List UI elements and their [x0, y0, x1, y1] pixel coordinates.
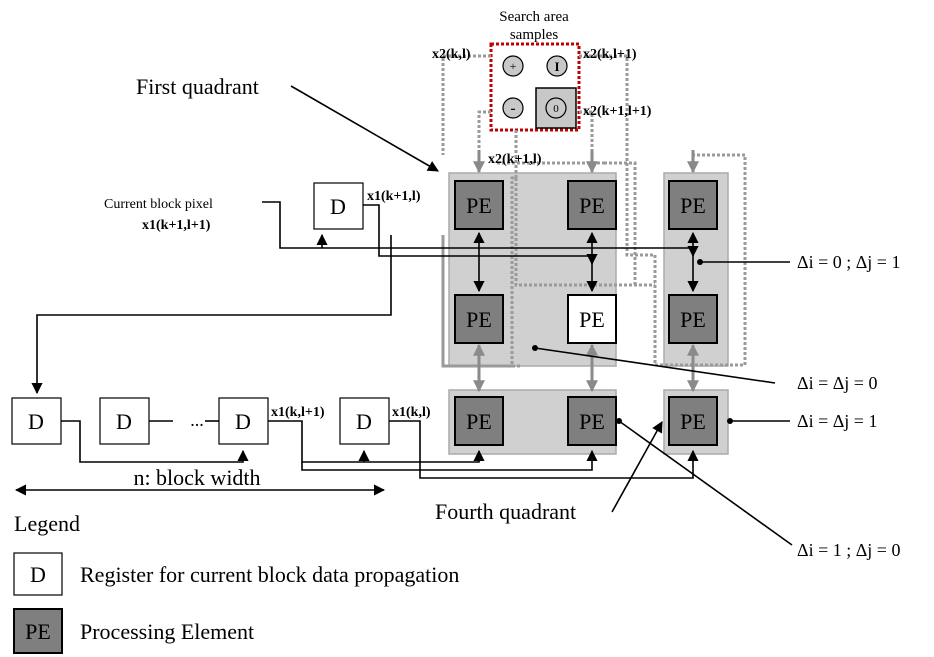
sample-plus-label: +: [510, 59, 517, 73]
search-area-title-1: Search area: [499, 9, 569, 25]
search-area-title-2: samples: [510, 27, 558, 43]
gray-arrows: [473, 150, 699, 393]
pe-r3c1: [454, 396, 504, 446]
chain-wire-4: [389, 420, 699, 479]
legend-register-symbol-box: [13, 552, 63, 596]
pe-r3c1-label: PE: [466, 409, 492, 434]
first-quadrant-pointer: [290, 85, 439, 172]
pe-r2c3-label: PE: [680, 307, 706, 332]
sample-zero-label: 0: [553, 103, 559, 115]
search-area: Search area samples + I - 0: [489, 9, 581, 132]
legend-register-symbol: D: [30, 562, 46, 587]
register-1: [11, 397, 62, 445]
current-pixel-label: Current block pixel: [104, 197, 213, 212]
sample-i: [546, 55, 568, 77]
delta-1-1: Δi = Δj = 1: [797, 411, 877, 431]
register-chain: D D ... D D: [11, 397, 390, 445]
pe-r1c2: [567, 180, 617, 230]
legend-pe-desc: Processing Element: [80, 619, 254, 644]
register-2-label: D: [116, 409, 132, 434]
pe-r2c2-reference: [567, 294, 617, 344]
register-3-label: D: [235, 409, 251, 434]
pe-r1c3: [668, 180, 718, 230]
chain-wire-1: [61, 420, 249, 463]
pe-r1c1: [454, 180, 504, 230]
pe-r1c3-label: PE: [680, 193, 706, 218]
pe-r1c2-label: PE: [579, 193, 605, 218]
pe-r3c3-label: PE: [680, 409, 706, 434]
signal-x2-kl1: x2(k,l+1): [583, 47, 637, 62]
pe-r2c2-label: PE: [579, 307, 605, 332]
fourth-quadrant-label: Fourth quadrant: [435, 499, 576, 524]
register-4-label: D: [356, 409, 372, 434]
signal-x2-kl: x2(k,l): [432, 47, 471, 62]
pe-r3c2: [567, 396, 617, 446]
legend-register-desc: Register for current block data propagat…: [80, 562, 459, 587]
legend-pe-symbol: PE: [25, 619, 51, 644]
sample-plus: [502, 55, 524, 77]
pe-r2c1: [454, 294, 504, 344]
delta-1-0: Δi = 1 ; Δj = 0: [797, 540, 900, 560]
fourth-quadrant-pointer: [611, 421, 663, 513]
signal-x1-kl1: x1(k,l+1): [271, 405, 325, 420]
sample-zero: [545, 97, 567, 119]
sample-minus: [502, 97, 524, 119]
signal-x2-k1l1: x2(k+1,l+1): [583, 104, 652, 119]
register-1-label: D: [28, 409, 44, 434]
search-area-box: [489, 42, 581, 132]
pe-r2c1-label: PE: [466, 307, 492, 332]
sample-i-label: I: [554, 59, 559, 74]
first-quadrant-label: First quadrant: [136, 74, 259, 99]
current-pixel-signal: x1(k+1,l+1): [142, 218, 211, 233]
signal-x1-kl: x1(k,l): [392, 405, 431, 420]
sample-minus-label: -: [511, 101, 516, 117]
register-top-label: D: [330, 194, 346, 219]
register-4: [339, 397, 390, 445]
search-sample-routes: [441, 54, 747, 368]
chain-wire-3: [301, 449, 598, 471]
delta-0-0: Δi = Δj = 0: [797, 373, 877, 393]
pe-array: PE PE PE PE PE PE PE PE PE: [454, 180, 718, 446]
signal-x2-k1l: x2(k+1,l): [488, 152, 542, 167]
legend: Legend D Register for current block data…: [13, 511, 459, 654]
legend-title: Legend: [14, 511, 80, 536]
delta-0-1: Δi = 0 ; Δj = 1: [797, 252, 900, 272]
pe-r3c3: [668, 396, 718, 446]
current-pixel-wire: [262, 201, 699, 258]
register-ellipsis: ...: [190, 410, 204, 430]
pe-r3c2-label: PE: [579, 409, 605, 434]
register-top-out: [363, 204, 598, 266]
register-top: [313, 182, 364, 230]
feedback-to-row-wire: [31, 235, 392, 395]
signal-x1-k1l: x1(k+1,l): [367, 189, 421, 204]
pe-r2c3: [668, 294, 718, 344]
block-width-label: n: block width: [133, 465, 260, 490]
register-2: [99, 397, 150, 445]
pe-r1c1-label: PE: [466, 193, 492, 218]
legend-pe-symbol-box: [13, 608, 63, 654]
